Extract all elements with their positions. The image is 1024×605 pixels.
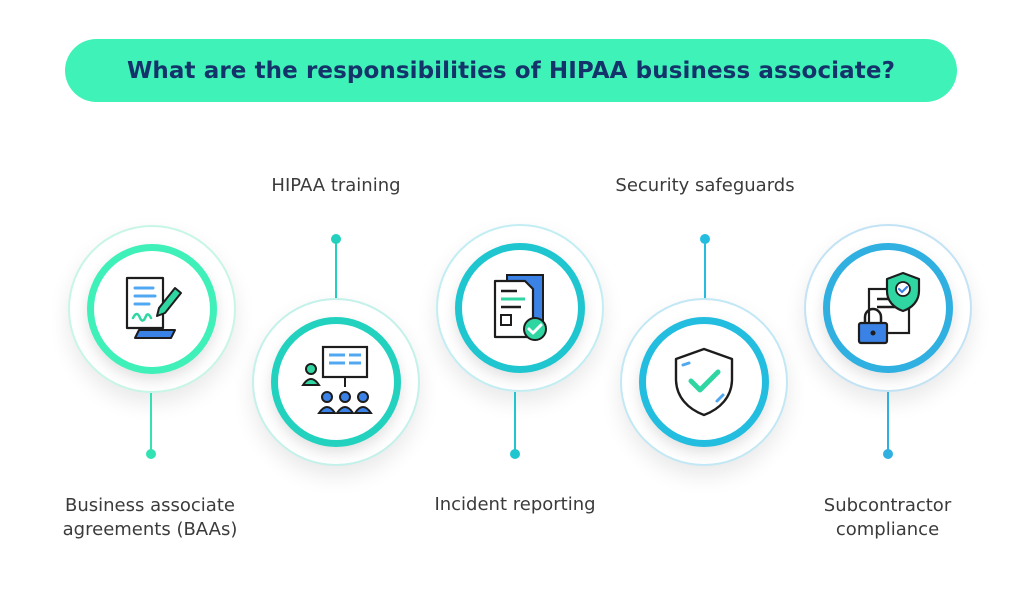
connector-line-subcontractor bbox=[887, 392, 889, 452]
document-check-icon bbox=[493, 274, 547, 341]
connector-line-training bbox=[335, 240, 337, 302]
page-title: What are the responsibilities of HIPAA b… bbox=[126, 57, 896, 84]
training-presentation-icon bbox=[301, 345, 373, 414]
locked-document-shield-icon bbox=[857, 271, 921, 345]
connector-dot-baa bbox=[146, 449, 156, 459]
item-label-subcontractor: Subcontractor compliance bbox=[823, 495, 952, 540]
connector-dot-subcontractor bbox=[883, 449, 893, 459]
item-label-incident: Incident reporting bbox=[434, 494, 596, 515]
item-circle-incident bbox=[436, 224, 604, 392]
signed-contract-icon bbox=[125, 276, 182, 339]
title-banner: What are the responsibilities of HIPAA b… bbox=[65, 39, 957, 102]
connector-dot-security bbox=[700, 234, 710, 244]
connector-dot-incident bbox=[510, 449, 520, 459]
item-circle-security bbox=[620, 298, 788, 466]
item-label-security: Security safeguards bbox=[615, 175, 795, 196]
item-ring-incident bbox=[455, 243, 585, 373]
item-ring-training bbox=[271, 317, 401, 447]
item-circle-training bbox=[252, 298, 420, 466]
item-circle-subcontractor bbox=[804, 224, 972, 392]
shield-check-icon bbox=[674, 347, 734, 417]
connector-line-incident bbox=[514, 392, 516, 452]
item-label-baa: Business associate agreements (BAAs) bbox=[62, 495, 238, 540]
connector-line-baa bbox=[150, 393, 152, 453]
item-ring-baa bbox=[87, 244, 217, 374]
item-ring-subcontractor bbox=[823, 243, 953, 373]
item-label-training: HIPAA training bbox=[271, 175, 401, 196]
connector-line-security bbox=[704, 240, 706, 302]
connector-dot-training bbox=[331, 234, 341, 244]
item-ring-security bbox=[639, 317, 769, 447]
item-circle-baa bbox=[68, 225, 236, 393]
